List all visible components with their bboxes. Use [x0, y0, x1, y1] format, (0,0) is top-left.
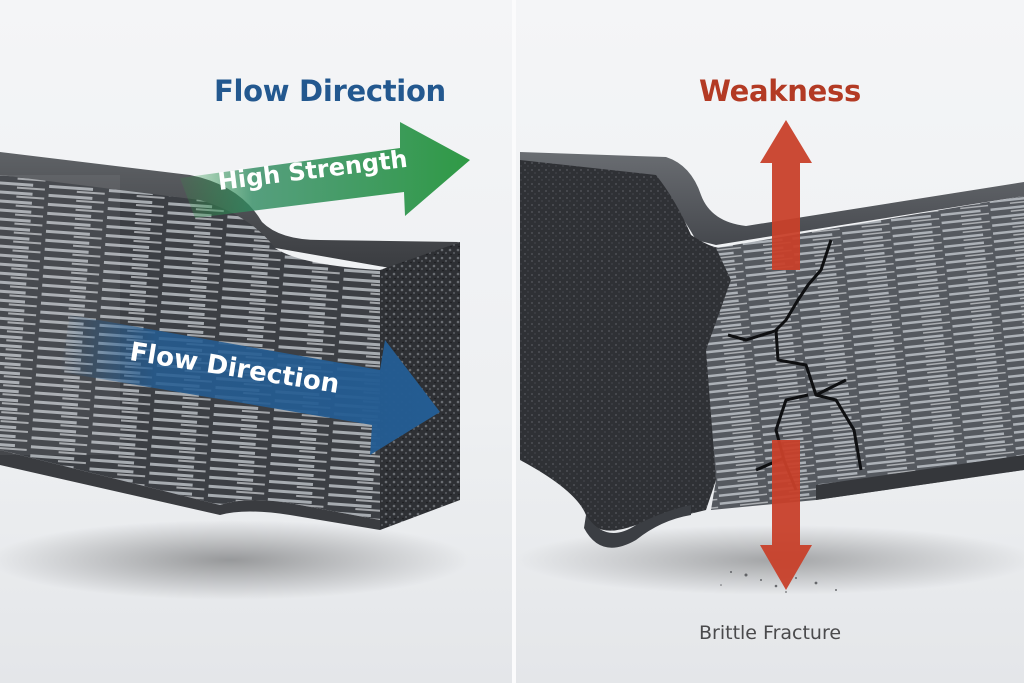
flow-direction-arrow	[60, 315, 440, 455]
left-panel-title: Flow Direction	[214, 74, 446, 108]
brittle-fracture-caption: Brittle Fracture	[699, 622, 842, 644]
left-panel-high-strength: Flow Direction High Strength Flow Direct…	[0, 0, 512, 683]
panel-divider	[512, 0, 516, 683]
right-panel-title: Weakness	[699, 74, 861, 108]
left-specimen-illustration	[0, 122, 470, 600]
right-specimen-illustration	[516, 120, 1024, 595]
debris	[720, 571, 837, 593]
high-strength-arrow	[180, 122, 470, 218]
weakness-double-arrow	[760, 120, 812, 590]
right-panel-weakness: Weakness Brittle Fracture	[516, 0, 1024, 683]
